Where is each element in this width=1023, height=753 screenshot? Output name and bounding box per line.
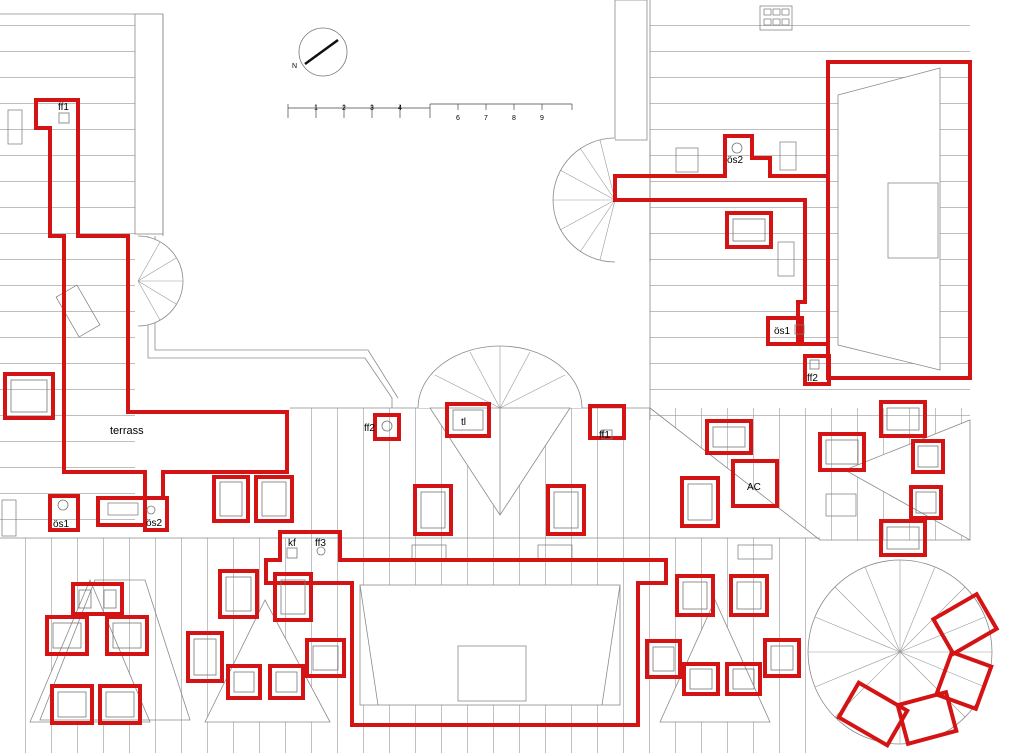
window-frame bbox=[218, 569, 259, 619]
window-frame bbox=[50, 684, 94, 725]
window-frame bbox=[729, 574, 769, 617]
scale-tick-label: 4 bbox=[398, 105, 402, 112]
window-frame bbox=[268, 664, 305, 700]
window-frame bbox=[305, 638, 346, 678]
scale-tick-label: 3 bbox=[370, 105, 374, 112]
window-frame bbox=[705, 419, 753, 455]
os1-frame bbox=[48, 494, 80, 532]
window-frame bbox=[645, 639, 682, 679]
terrass-label: terrass bbox=[110, 425, 144, 437]
ff2-frame bbox=[373, 413, 401, 441]
window-frame bbox=[98, 684, 142, 725]
scale-tick-label: 6 bbox=[456, 115, 460, 122]
window-frame bbox=[879, 519, 927, 557]
ac-frame bbox=[731, 459, 779, 508]
os1-right-label: ös1 bbox=[774, 326, 791, 337]
terrace-outline bbox=[34, 98, 289, 527]
window-frame bbox=[45, 615, 89, 656]
window-frame bbox=[254, 475, 294, 523]
window-frame bbox=[413, 484, 453, 536]
scale-tick-label: 1 bbox=[314, 105, 318, 112]
window-frame bbox=[105, 615, 149, 656]
window-frame bbox=[212, 475, 250, 523]
ff3-label: ff3 bbox=[315, 538, 326, 549]
ff2-mid-label: ff2 bbox=[364, 423, 375, 434]
compass-north-label: N bbox=[292, 63, 297, 70]
window-frame bbox=[186, 631, 224, 683]
window-frame bbox=[909, 485, 943, 520]
ff2-right-label: ff2 bbox=[807, 373, 818, 384]
scale-tick-label: 7 bbox=[484, 115, 488, 122]
window-frame bbox=[895, 689, 959, 747]
ff1-mid-frame bbox=[588, 404, 626, 440]
window-frame bbox=[273, 572, 313, 622]
window-frame bbox=[933, 649, 994, 712]
skylight-frame bbox=[826, 60, 972, 380]
ff1-top-label: ff1 bbox=[58, 102, 69, 113]
ac-label: AC bbox=[747, 482, 761, 493]
inner-frames bbox=[10, 112, 939, 718]
base-drawing bbox=[0, 0, 993, 753]
window-frame bbox=[763, 638, 801, 678]
lower-duct-outline bbox=[264, 530, 668, 727]
window-frame bbox=[836, 679, 910, 749]
tl-label: tl bbox=[461, 417, 466, 428]
window-frame bbox=[682, 662, 720, 696]
window-frame bbox=[546, 484, 586, 536]
kf-label: kf bbox=[288, 538, 296, 549]
os2-right-label: ös2 bbox=[727, 155, 744, 166]
os1-right-frame bbox=[766, 316, 804, 346]
window-frame bbox=[675, 574, 715, 617]
window-frame bbox=[911, 439, 945, 474]
scale-bar: 1 2 3 4 6 7 8 9 bbox=[314, 105, 544, 122]
window-frame bbox=[680, 476, 720, 528]
window-frame bbox=[879, 400, 927, 438]
scale-tick-label: 9 bbox=[540, 115, 544, 122]
window-frame bbox=[725, 662, 762, 696]
window-frame bbox=[226, 664, 262, 700]
os1-left-label: ös1 bbox=[53, 519, 70, 530]
vent-frame bbox=[3, 372, 55, 420]
window-frame bbox=[818, 432, 866, 472]
highlight-outlines bbox=[3, 60, 1000, 749]
scale-tick-label: 2 bbox=[342, 105, 346, 112]
tl-frame bbox=[445, 402, 491, 438]
window-frame bbox=[725, 211, 773, 249]
ff1-mid-label: ff1 bbox=[599, 430, 610, 441]
os2-frame bbox=[143, 496, 169, 532]
window-frame bbox=[71, 582, 124, 616]
os2-left-label: ös2 bbox=[146, 518, 163, 529]
window-frame bbox=[930, 591, 1000, 657]
scale-tick-label: 8 bbox=[512, 115, 516, 122]
